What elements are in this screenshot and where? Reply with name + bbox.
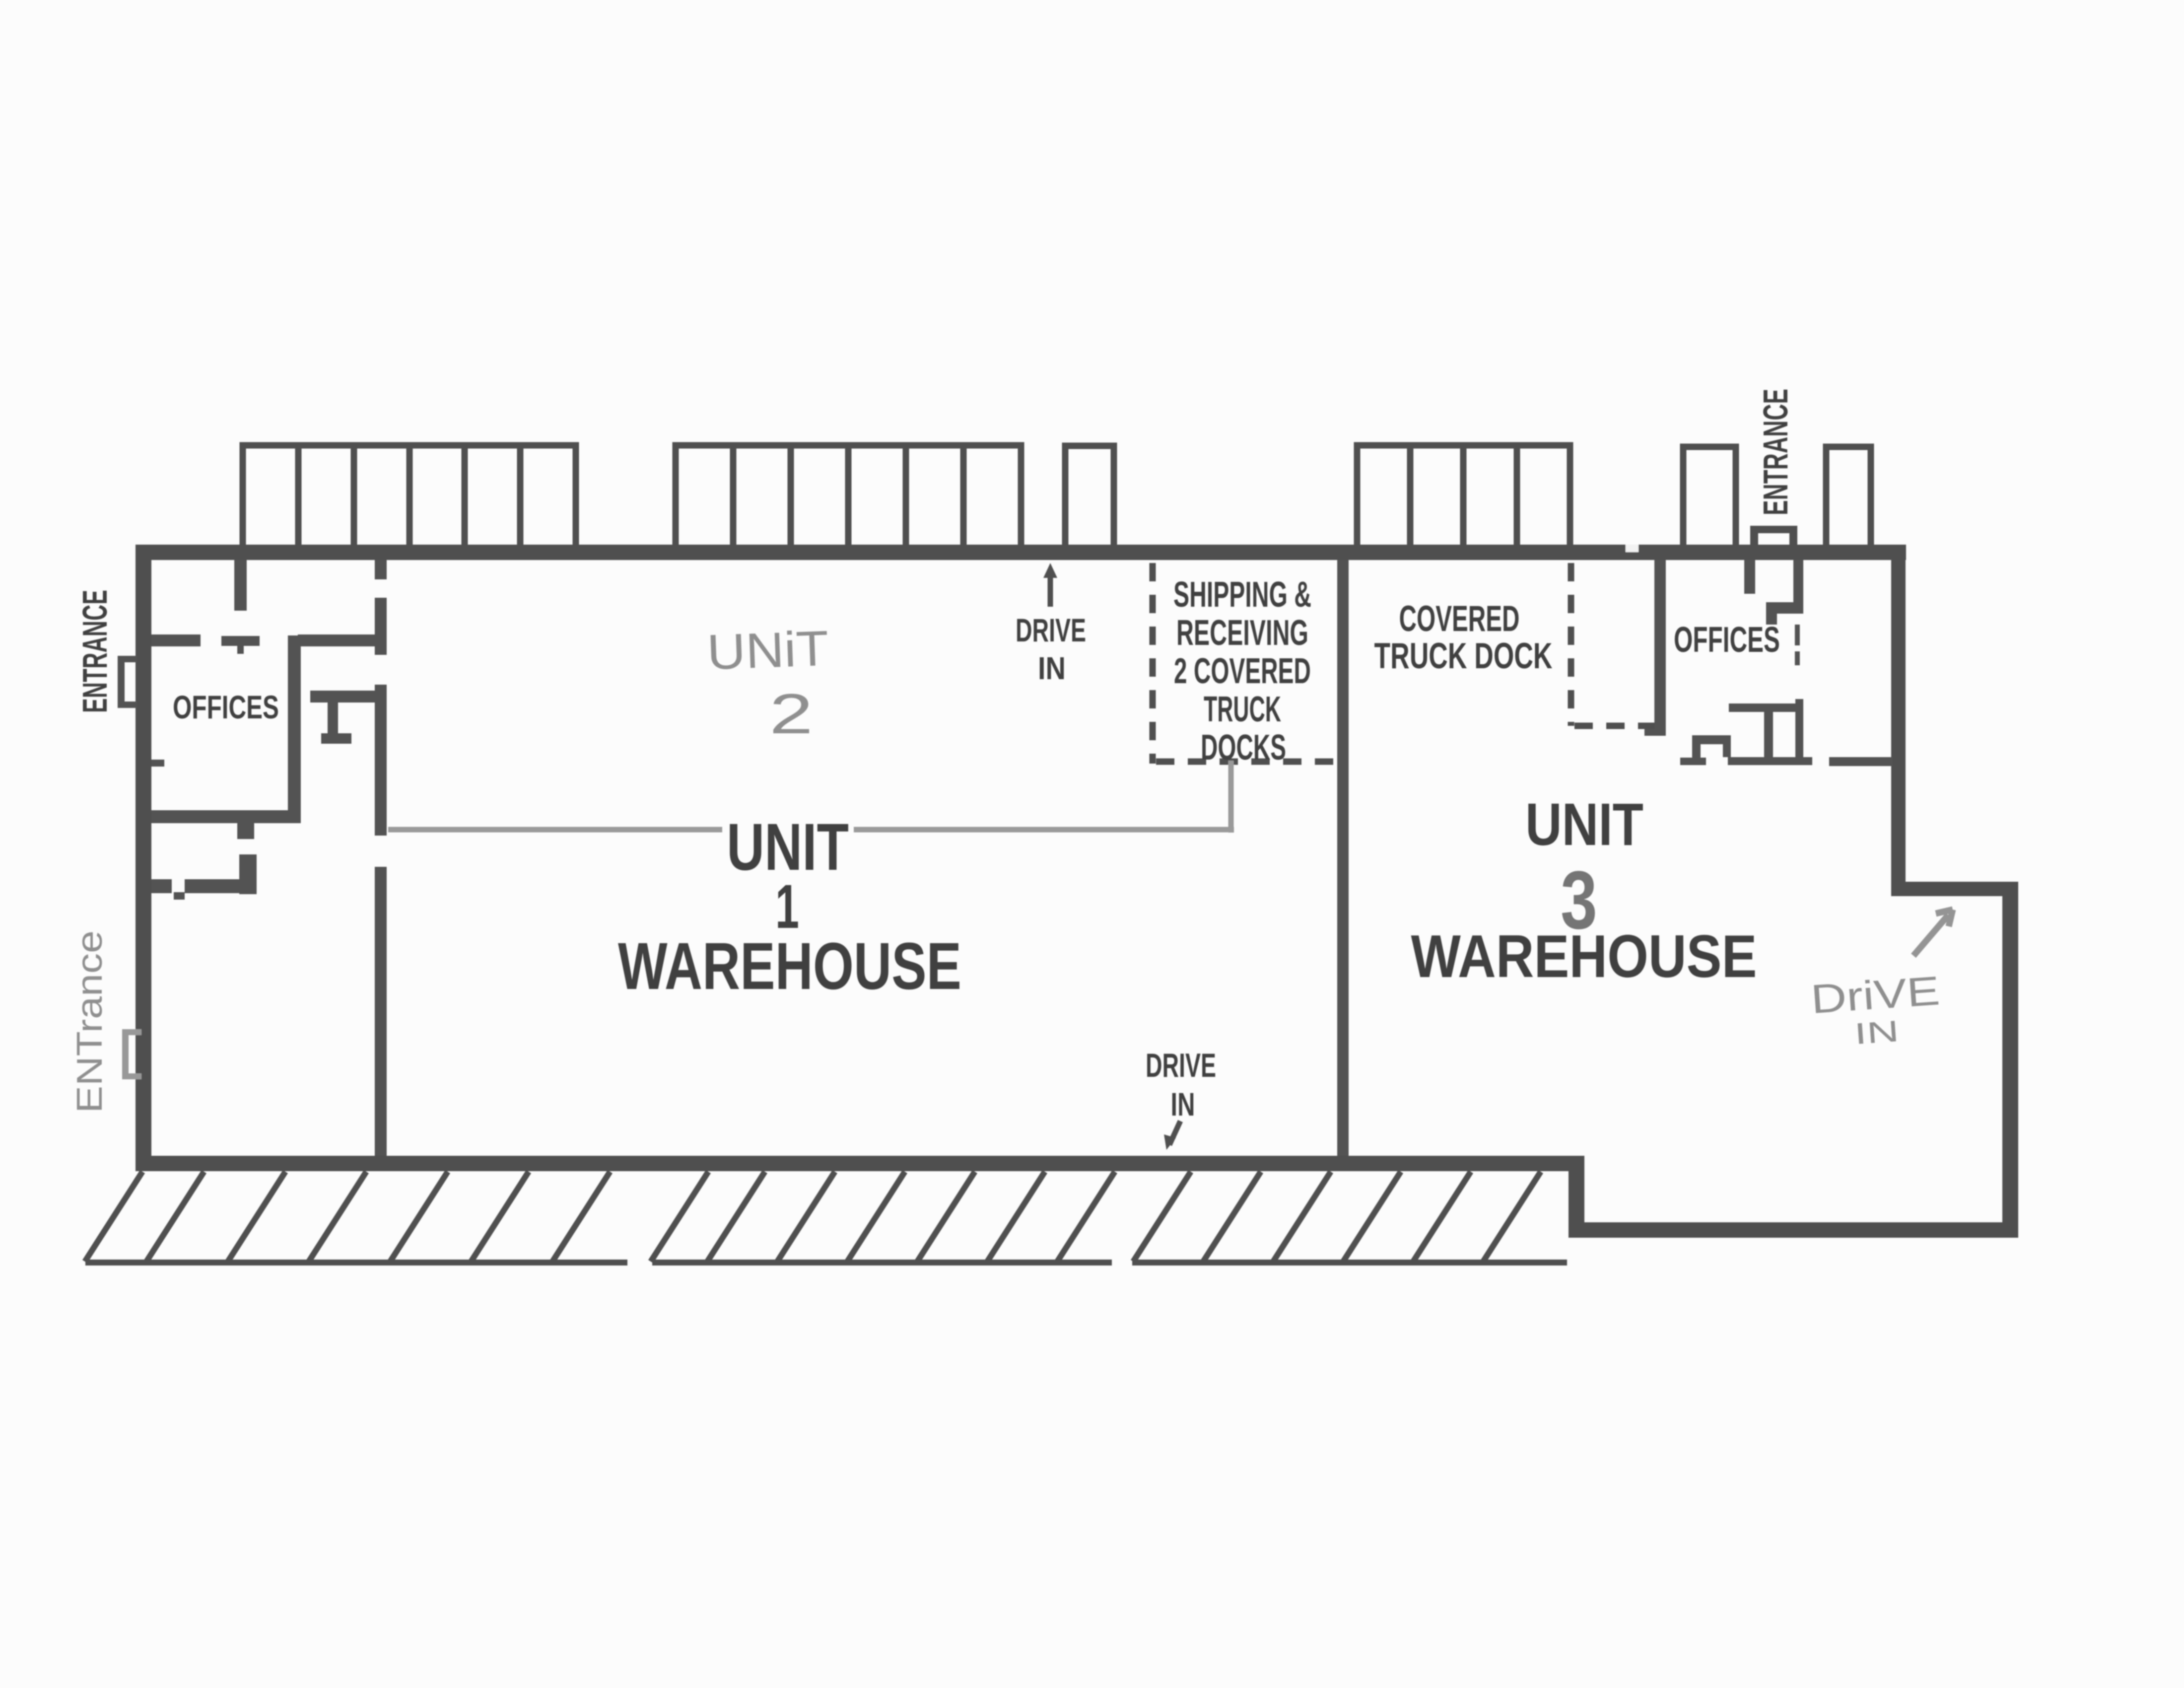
svg-text:2 COVERED: 2 COVERED	[1174, 651, 1311, 691]
svg-text:WAREHOUSE: WAREHOUSE	[1411, 922, 1757, 990]
svg-text:UNIT: UNIT	[1525, 790, 1643, 858]
svg-text:ENTrance: ENTrance	[70, 930, 110, 1113]
svg-text:DRIVE: DRIVE	[1146, 1047, 1216, 1084]
svg-text:RECEIVING: RECEIVING	[1176, 613, 1308, 653]
svg-text:UNIT: UNIT	[727, 810, 849, 884]
svg-text:COVERED: COVERED	[1399, 599, 1520, 639]
svg-text:UNiT: UNiT	[706, 621, 829, 680]
svg-text:ENTRANCE: ENTRANCE	[1756, 389, 1795, 515]
svg-text:2: 2	[769, 683, 813, 746]
svg-text:DOCKS: DOCKS	[1201, 728, 1286, 768]
svg-text:TRUCK: TRUCK	[1204, 690, 1281, 729]
svg-text:SHIPPING &: SHIPPING &	[1173, 575, 1311, 615]
svg-text:IN: IN	[1171, 1086, 1195, 1123]
svg-text:TRUCK DOCK: TRUCK DOCK	[1374, 636, 1553, 676]
svg-text:DRIVE: DRIVE	[1016, 612, 1086, 648]
svg-text:1: 1	[775, 872, 799, 941]
svg-text:OFFICES: OFFICES	[173, 689, 279, 725]
svg-text:IN: IN	[1038, 650, 1066, 686]
svg-text:3: 3	[1561, 854, 1597, 946]
svg-text:DriVE: DriVE	[1809, 968, 1941, 1022]
svg-text:ENTRANCE: ENTRANCE	[75, 590, 114, 713]
svg-text:WAREHOUSE: WAREHOUSE	[618, 929, 961, 1003]
svg-text:IN: IN	[1853, 1014, 1900, 1051]
svg-text:OFFICES: OFFICES	[1674, 620, 1780, 660]
